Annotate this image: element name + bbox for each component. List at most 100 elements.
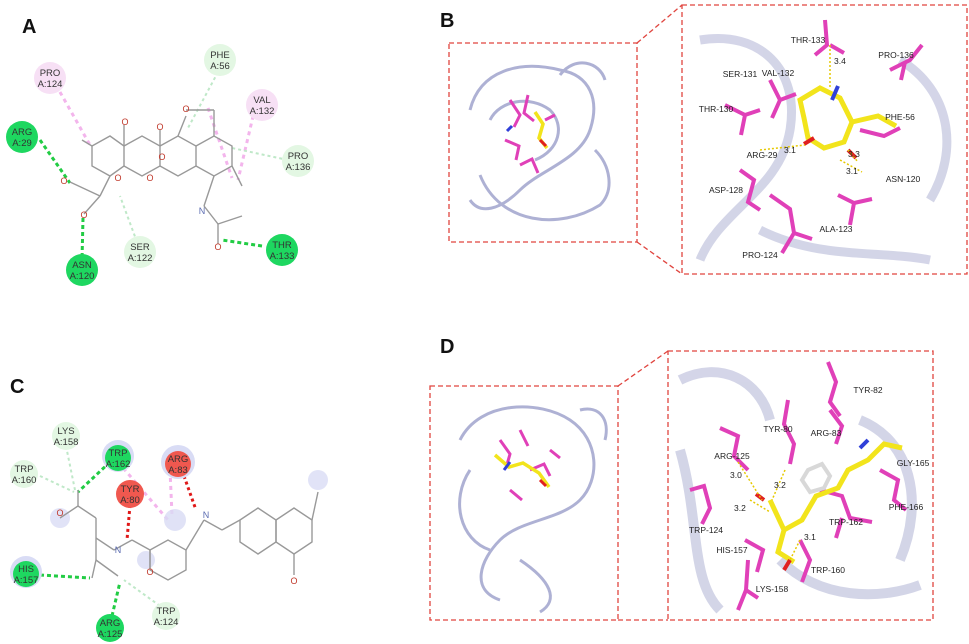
svg-text:TRP-162: TRP-162 (829, 517, 863, 527)
svg-text:O: O (146, 173, 153, 183)
distances-d: 3.0 3.2 3.2 3.1 (730, 470, 816, 542)
svg-text:A:157: A:157 (14, 575, 39, 586)
svg-text:TRP: TRP (157, 606, 176, 617)
svg-text:A:122: A:122 (128, 253, 153, 264)
svg-text:3.4: 3.4 (834, 56, 846, 66)
residue-lys158-c: LYS A:158 (52, 422, 80, 450)
overview-ribbon-b (468, 61, 611, 222)
svg-text:3.1: 3.1 (804, 532, 816, 542)
vdw-line (65, 445, 76, 491)
residue-pro124-a: PRO A:124 (34, 62, 66, 94)
vdw-line (119, 195, 138, 243)
panel-b-structure: 3.4 3.1 3.3 3.1 THR-133 PRO-136 SER-131 … (448, 4, 968, 275)
svg-text:3.2: 3.2 (774, 480, 786, 490)
svg-text:A:120: A:120 (70, 271, 95, 282)
svg-text:O: O (290, 576, 297, 586)
svg-text:A:160: A:160 (12, 475, 37, 486)
svg-text:A:162: A:162 (106, 459, 131, 470)
ligand-skeleton-a (69, 109, 243, 244)
svg-text:TRP-160: TRP-160 (811, 565, 845, 575)
svg-text:A:132: A:132 (250, 106, 275, 117)
pi-interaction-line (54, 84, 92, 146)
hbond-line (110, 581, 122, 617)
svg-text:ARG-29: ARG-29 (747, 150, 778, 160)
residue-pro136-a: PRO A:136 (282, 145, 314, 177)
svg-text:TRP-124: TRP-124 (689, 525, 723, 535)
overview-ribbon-d (458, 405, 608, 614)
svg-text:PHE: PHE (210, 50, 230, 61)
svg-text:A:29: A:29 (12, 138, 32, 149)
panel-d-letter: D (440, 336, 455, 358)
residue-arg125-c: ARG A:125 (96, 614, 124, 642)
zoom-sticks-b (724, 19, 924, 255)
vdw-line (187, 71, 219, 129)
residue-trp160-c: TRP A:160 (10, 460, 38, 488)
ligand-atoms-c: O N O N O (56, 508, 297, 586)
svg-text:TRP: TRP (109, 448, 128, 459)
hbonds-d (737, 461, 801, 561)
svg-text:ARG: ARG (168, 454, 189, 465)
svg-text:ASP-128: ASP-128 (709, 185, 743, 195)
hbond-line (39, 573, 91, 580)
zoom-ribbon-d (675, 367, 922, 614)
hbonds-b (759, 45, 863, 173)
charge-line (125, 504, 132, 541)
svg-text:O: O (156, 122, 163, 132)
svg-text:THR-130: THR-130 (699, 104, 734, 114)
zoom-ribbon-b (695, 34, 952, 265)
svg-text:N: N (115, 545, 122, 555)
svg-text:3.2: 3.2 (734, 503, 746, 513)
svg-text:SER: SER (130, 242, 150, 253)
svg-text:A:83: A:83 (168, 465, 188, 476)
svg-text:LYS-158: LYS-158 (756, 584, 789, 594)
residue-ser122-a: SER A:122 (124, 236, 156, 268)
svg-text:TYR-82: TYR-82 (853, 385, 883, 395)
svg-text:TYR-80: TYR-80 (763, 424, 793, 434)
ligand-halos-c (50, 470, 328, 569)
ligand-atoms-a: O O O O O O O O O N (60, 104, 221, 252)
svg-text:HIS-157: HIS-157 (716, 545, 747, 555)
residue-thr133-a: THR A:133 (266, 234, 298, 266)
svg-text:THR-133: THR-133 (791, 35, 826, 45)
svg-text:PRO-124: PRO-124 (742, 250, 778, 260)
residue-val132-a: VAL A:132 (246, 89, 278, 121)
svg-text:N: N (203, 510, 210, 520)
svg-text:A:133: A:133 (270, 251, 295, 262)
svg-text:A:80: A:80 (120, 495, 140, 506)
svg-text:PHE-56: PHE-56 (885, 112, 915, 122)
svg-text:GLY-165: GLY-165 (897, 458, 930, 468)
vdw-line (231, 147, 289, 161)
svg-text:O: O (60, 176, 67, 186)
svg-text:O: O (158, 152, 165, 162)
svg-text:ALA-123: ALA-123 (819, 224, 852, 234)
svg-text:A:124: A:124 (38, 79, 63, 90)
panel-b-letter: B (440, 10, 455, 32)
svg-text:SER-131: SER-131 (723, 69, 758, 79)
svg-text:PRO-136: PRO-136 (878, 50, 914, 60)
residue-trp124-c: TRP A:124 (152, 602, 180, 630)
svg-text:3.3: 3.3 (848, 149, 860, 159)
residue-arg29-a: ARG A:29 (6, 121, 38, 153)
residue-trp162-c: TRP A:162 (102, 440, 134, 472)
vdw-line (123, 579, 161, 607)
svg-text:HIS: HIS (18, 564, 34, 575)
svg-text:ASN-120: ASN-120 (886, 174, 921, 184)
hbond-line (221, 238, 263, 248)
svg-text:A:158: A:158 (54, 437, 79, 448)
svg-text:TYR: TYR (121, 484, 140, 495)
svg-text:A:56: A:56 (210, 61, 230, 72)
svg-text:ARG-83: ARG-83 (811, 428, 842, 438)
residue-tyr80-c: TYR A:80 (116, 480, 144, 508)
svg-text:3.0: 3.0 (730, 470, 742, 480)
svg-text:O: O (146, 567, 153, 577)
svg-text:O: O (214, 242, 221, 252)
svg-text:THR: THR (272, 240, 292, 251)
residue-his157-c: HIS A:157 (10, 556, 42, 588)
svg-text:A:124: A:124 (154, 617, 179, 628)
charge-line (182, 475, 198, 511)
residue-asn120-a: ASN A:120 (66, 254, 98, 286)
overview-sticks-b (504, 94, 556, 174)
panel-a-letter: A (22, 16, 37, 38)
panel-a-diagram: O O O O O O O O O N PRO A:124 ARG A:29 A… (6, 44, 314, 286)
